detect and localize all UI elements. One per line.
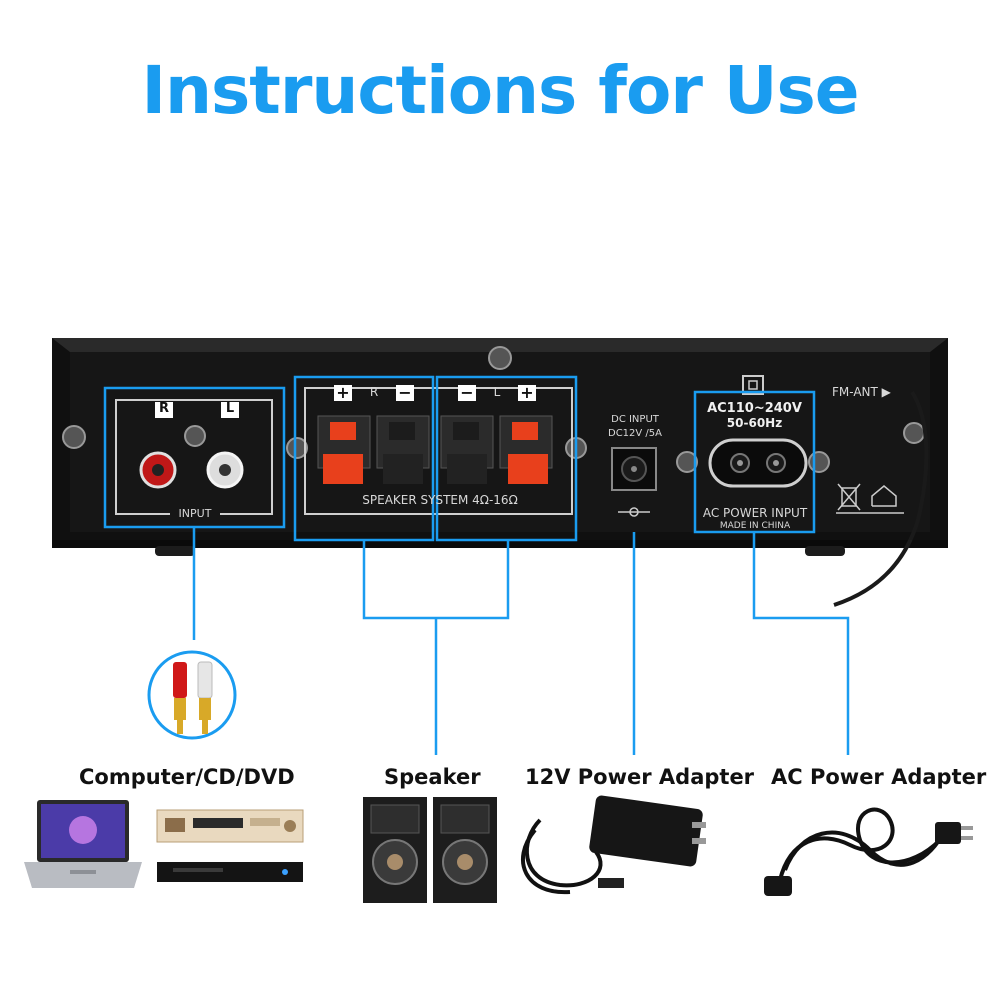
dc-input-label: DC INPUT: [611, 414, 659, 425]
callouts: [103, 375, 850, 755]
screw: [184, 425, 206, 447]
laptop-icon: [24, 800, 142, 888]
dc-power-adapter-icon: [520, 795, 706, 895]
dvd-player-icon: [157, 862, 303, 882]
page-title: Instructions for Use: [141, 52, 859, 129]
fm-antenna-wire: [833, 390, 929, 607]
speaker-r-marking: R: [369, 385, 379, 399]
speaker-l-marking: L: [493, 385, 501, 399]
weee-bin-icon: [837, 483, 861, 511]
callout-speaker-l: [435, 375, 578, 542]
source-devices-label: Computer/CD/DVD: [79, 765, 295, 789]
speaker-terminal-r-minus[interactable]: [376, 415, 430, 484]
screw: [808, 451, 830, 473]
rca-input-section: [115, 399, 273, 521]
foot: [805, 546, 845, 556]
ac-frequency-label: 50-60Hz: [726, 416, 783, 430]
rca-cable-icon: [147, 650, 237, 740]
speaker-terminal-r-plus[interactable]: [317, 415, 371, 484]
amplifier-rear-panel: [52, 338, 948, 607]
dc-polarity-icon: [618, 507, 650, 517]
foot: [155, 546, 195, 556]
input-l-marking: L: [225, 401, 235, 416]
speaker-label: Speaker: [384, 765, 481, 789]
ac-voltage-label: AC110~240V: [707, 401, 802, 416]
speakers-icon: [363, 797, 497, 903]
speaker-l-plus-marking: +: [520, 383, 534, 402]
screw: [62, 425, 86, 449]
fm-antenna-label: FM-ANT ▶: [832, 385, 891, 399]
ac-adapter-label: AC Power Adapter: [771, 765, 987, 789]
indoor-use-icon: [871, 485, 897, 507]
input-r-marking: R: [158, 401, 169, 416]
dc-adapter-label: 12V Power Adapter: [525, 765, 755, 789]
speaker-r-minus-marking: −: [398, 383, 412, 402]
ac-power-socket[interactable]: [708, 375, 808, 488]
cd-player-icon: [156, 809, 304, 843]
ac-power-input-label: AC POWER INPUT: [702, 506, 808, 520]
speaker-l-minus-marking: −: [460, 383, 474, 402]
screw: [488, 346, 512, 370]
made-in-label: MADE IN CHINA: [719, 521, 791, 531]
speaker-terminals: [304, 385, 573, 515]
ac-power-cord-icon: [764, 807, 973, 896]
screw: [903, 422, 925, 444]
speaker-r-plus-marking: +: [336, 383, 350, 402]
speaker-terminal-l-minus[interactable]: [440, 415, 494, 484]
speaker-system-label: SPEAKER SYSTEM 4Ω-16Ω: [362, 493, 518, 507]
speaker-terminal-l-plus[interactable]: [499, 415, 553, 484]
dc-input-jack[interactable]: [611, 447, 657, 491]
screw: [286, 437, 308, 459]
input-label: INPUT: [178, 507, 212, 520]
dc-input-rating: DC12V /5A: [608, 428, 662, 439]
screw: [676, 451, 698, 473]
